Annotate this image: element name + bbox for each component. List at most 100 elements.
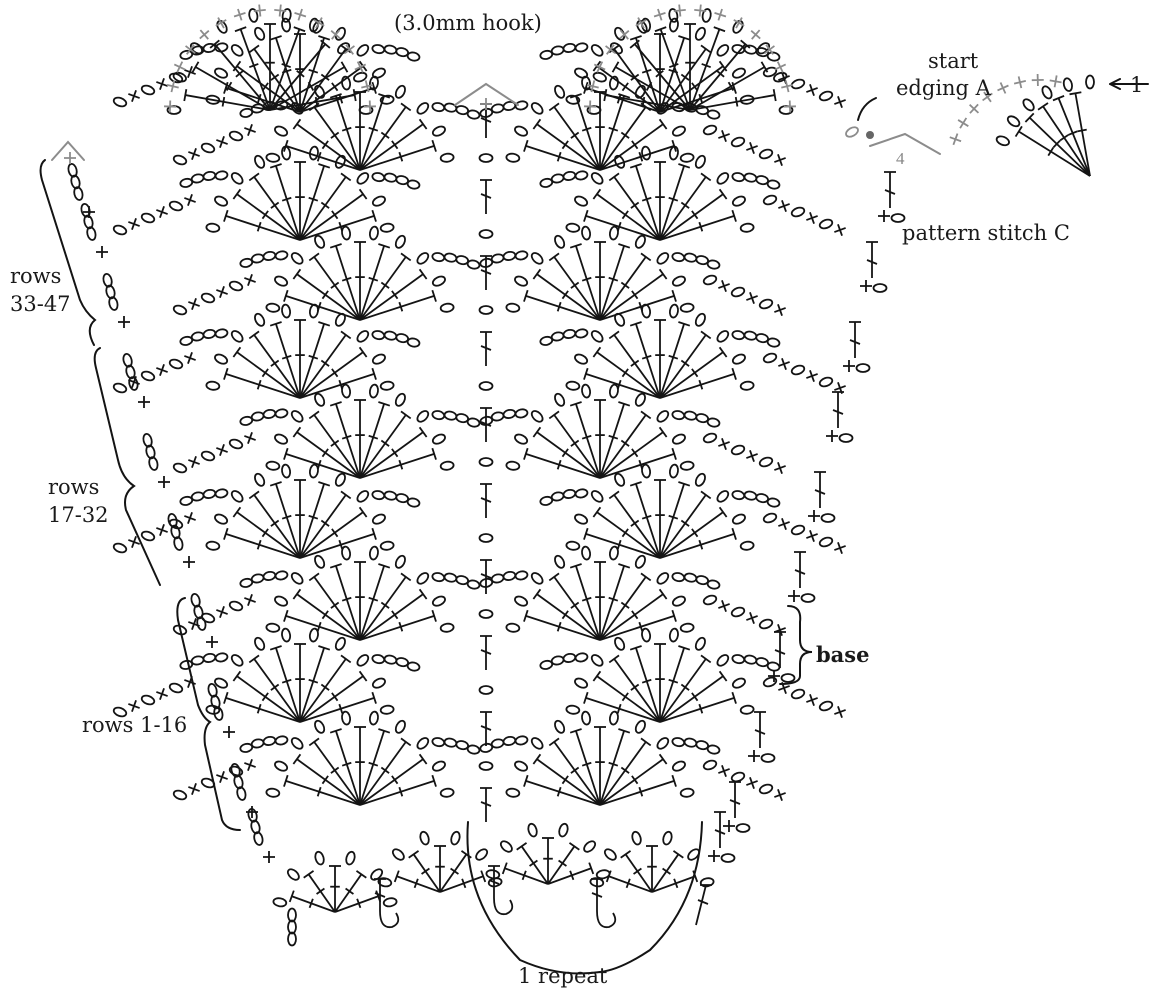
chain-stitch xyxy=(431,275,446,288)
chain-arc xyxy=(672,570,721,590)
dc-bar xyxy=(634,869,642,875)
chain-stitch xyxy=(513,595,528,608)
dc-spoke xyxy=(660,38,684,112)
dc-spoke xyxy=(254,177,300,240)
fan xyxy=(506,546,694,640)
dc-spoke xyxy=(360,107,406,170)
dc-bar xyxy=(422,869,430,875)
dc-top xyxy=(660,119,667,129)
dc-bar xyxy=(322,291,328,299)
center-chain xyxy=(480,230,493,238)
dc-spoke xyxy=(600,257,646,320)
left-edge-chain xyxy=(102,273,119,311)
dc-top xyxy=(774,89,776,101)
chain-stitch xyxy=(655,409,670,424)
repeat-brace-right xyxy=(600,822,702,972)
dc-spoke xyxy=(300,698,374,722)
right-edge-dc xyxy=(832,392,844,428)
chain-stitch xyxy=(715,43,730,58)
dc-spoke xyxy=(526,454,600,478)
repeat-brace-left xyxy=(467,822,600,974)
edging-sc xyxy=(164,100,176,112)
dc-top xyxy=(341,331,351,338)
dc-spoke xyxy=(297,124,360,170)
chain-arc xyxy=(672,408,721,428)
row-stitch xyxy=(763,512,778,524)
fan xyxy=(266,226,454,320)
chain-stitch xyxy=(995,135,1010,147)
dc-top xyxy=(401,411,411,418)
chain-stitch xyxy=(558,823,569,838)
row-stitch xyxy=(173,462,188,474)
dc-bar xyxy=(562,141,568,149)
dc-bar xyxy=(621,602,629,608)
dc-top xyxy=(401,573,411,580)
dc-spoke xyxy=(300,534,374,558)
dc-bar xyxy=(381,767,389,773)
dc-top xyxy=(360,189,367,199)
chain-stitch xyxy=(486,869,500,879)
dc-top xyxy=(309,573,319,580)
dc-spoke xyxy=(537,594,600,640)
chain-stitch xyxy=(506,303,520,313)
row-stitch xyxy=(763,676,778,688)
chain-stitch xyxy=(527,823,538,838)
fan xyxy=(590,831,714,892)
chain-stitch xyxy=(230,489,245,504)
dc-top xyxy=(249,491,259,498)
dc-bar xyxy=(392,141,398,149)
dc-spoke xyxy=(660,166,684,240)
dc-top xyxy=(533,427,540,437)
dc-bar xyxy=(321,684,329,690)
dc-spoke xyxy=(300,194,363,240)
chain-stitch xyxy=(440,153,454,163)
dc-bar xyxy=(621,440,629,446)
dc-spoke xyxy=(254,335,300,398)
chain-stitch xyxy=(415,101,430,116)
dc-bar xyxy=(223,97,225,106)
chain-stitch xyxy=(281,464,291,478)
dc-spoke xyxy=(276,38,300,112)
center-chain xyxy=(480,534,493,542)
chain-stitch xyxy=(440,788,454,798)
chain-arc xyxy=(372,170,421,190)
dc-spoke xyxy=(336,566,360,640)
fan xyxy=(588,8,793,114)
row-stitch xyxy=(242,430,257,445)
dc-top xyxy=(660,754,667,764)
row-stitch xyxy=(169,682,184,694)
chain-stitch xyxy=(440,623,454,633)
dc-spoke xyxy=(660,194,723,240)
chain-stitch xyxy=(415,736,430,751)
dc-top xyxy=(660,269,667,279)
dc-top xyxy=(720,347,727,357)
dc-bar xyxy=(571,767,579,773)
dc-bar xyxy=(322,776,328,784)
dc-top xyxy=(701,655,711,662)
chain-stitch xyxy=(590,329,605,344)
dc-bar xyxy=(621,132,629,138)
row-1-marker: 1 xyxy=(1130,73,1143,97)
dc-spoke xyxy=(286,146,360,170)
chain-stitch xyxy=(431,433,446,446)
dc-bar xyxy=(322,449,328,457)
dc-top xyxy=(1016,126,1022,136)
chain-stitch xyxy=(371,677,386,690)
row-stitch xyxy=(126,534,141,549)
repeat-label: 1 repeat xyxy=(518,964,608,988)
chain-stitch xyxy=(715,489,730,504)
row-stitch xyxy=(804,528,819,543)
dc-bar xyxy=(571,282,579,288)
dc-bar xyxy=(271,360,279,366)
row-stitch xyxy=(819,536,834,548)
row-stitch xyxy=(703,274,718,286)
dc-top xyxy=(533,754,540,764)
row-stitch xyxy=(716,128,731,143)
dc-top xyxy=(293,589,300,599)
dc-spoke xyxy=(660,512,723,558)
chain-stitch xyxy=(1062,77,1073,92)
row-stitch xyxy=(186,454,201,469)
row-stitch xyxy=(201,142,216,154)
dc-bar xyxy=(681,202,689,208)
chain-stitch xyxy=(581,711,591,725)
